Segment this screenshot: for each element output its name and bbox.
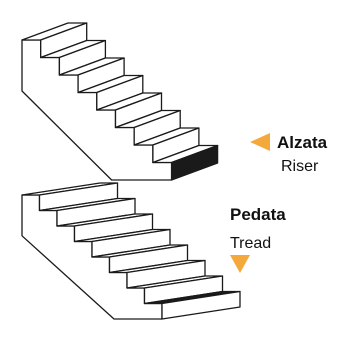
- riser-label-bold: Alzata: [277, 133, 328, 152]
- riser-arrow-icon: [250, 133, 270, 151]
- highlighted-riser: [170, 144, 219, 181]
- tread-label: Tread: [230, 235, 271, 252]
- top-staircase-drawing: [21, 22, 219, 181]
- riser-label: Riser: [281, 158, 319, 175]
- tread-label-bold: Pedata: [230, 205, 286, 224]
- bottom-staircase-drawing: [21, 182, 241, 320]
- stair-riser: [161, 290, 241, 320]
- tread-arrow-icon: [230, 255, 250, 273]
